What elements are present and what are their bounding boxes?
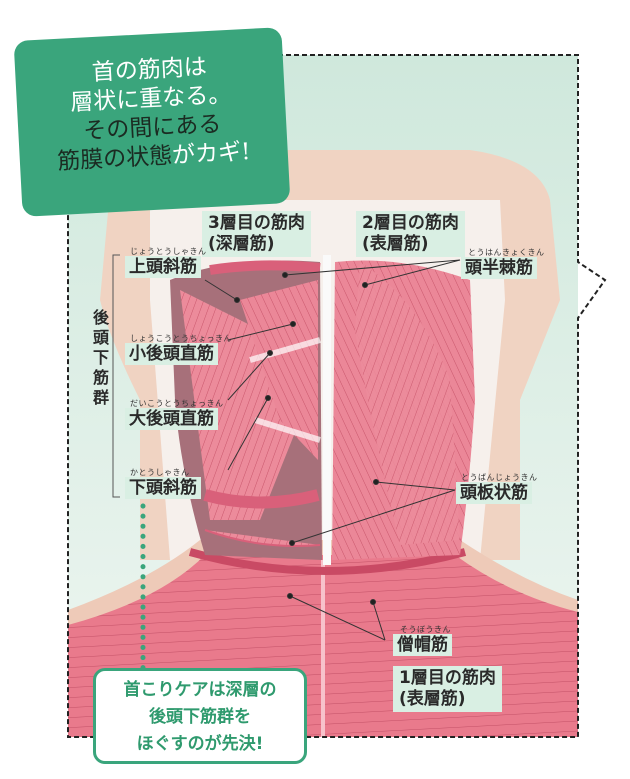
muscle-ruby: そうぼうきん [400,625,451,634]
muscle-label-rectus-minor: 小後頭直筋 [125,343,218,365]
layer-subtitle: (表層筋) [399,689,466,709]
layer1-label: 1層目の筋肉 (表層筋) [393,666,502,712]
muscle-ruby: じょうとうしゃきん [130,247,207,256]
layer-subtitle: (深層筋) [208,234,275,254]
care-note-box: 首こりケアは深層の 後頭下筋群を ほぐすのが先決! [93,668,307,764]
muscle-label-superior-oblique: 上頭斜筋 [125,256,201,278]
muscle-label-splenius: 頭板状筋 [456,482,532,504]
muscle-ruby: しょうこうとうちょっきん [130,334,232,343]
layer2-label: 2層目の筋肉 (表層筋) [356,211,465,257]
layer-title: 1層目の筋肉 [399,668,496,688]
muscle-label-trapezius: 僧帽筋 [393,634,452,656]
group-char: 筋 [92,368,109,387]
layer-subtitle: (表層筋) [362,234,429,254]
muscle-ruby: とうはんきょくきん [468,248,545,257]
muscle-ruby: とうばんじょうきん [461,473,538,482]
muscle-label-inferior-oblique: 下頭斜筋 [125,477,201,499]
group-bracket [112,254,120,498]
headline-tail: がカギ! [171,138,252,169]
muscle-ruby: だいこうとうちょっきん [130,399,224,408]
muscle-ruby: かとうしゃきん [130,468,190,477]
muscle-label-rectus-major: 大後頭直筋 [125,408,218,430]
note-line: ほぐすのが先決! [136,734,264,754]
muscle-label-semispinalis: 頭半棘筋 [461,257,537,279]
group-char: 下 [92,348,109,367]
layer-title: 3層目の筋肉 [208,213,305,233]
headline-box: 首の筋肉は 層状に重なる。 その間にある 筋膜の状態がカギ! [13,27,291,217]
note-line: 後頭下筋群を [149,707,251,727]
note-line: 首こりケアは深層の [123,680,277,700]
headline-emphasis: 筋膜の状態 [56,143,173,175]
group-char: 群 [92,388,109,407]
layer-title: 2層目の筋肉 [362,213,459,233]
group-char: 後 [92,308,109,327]
dashed-frame [67,54,607,738]
layer3-label: 3層目の筋肉 (深層筋) [202,211,311,257]
group-char: 頭 [92,328,109,347]
group-label-suboccipital: 後 頭 下 筋 群 [91,308,111,408]
